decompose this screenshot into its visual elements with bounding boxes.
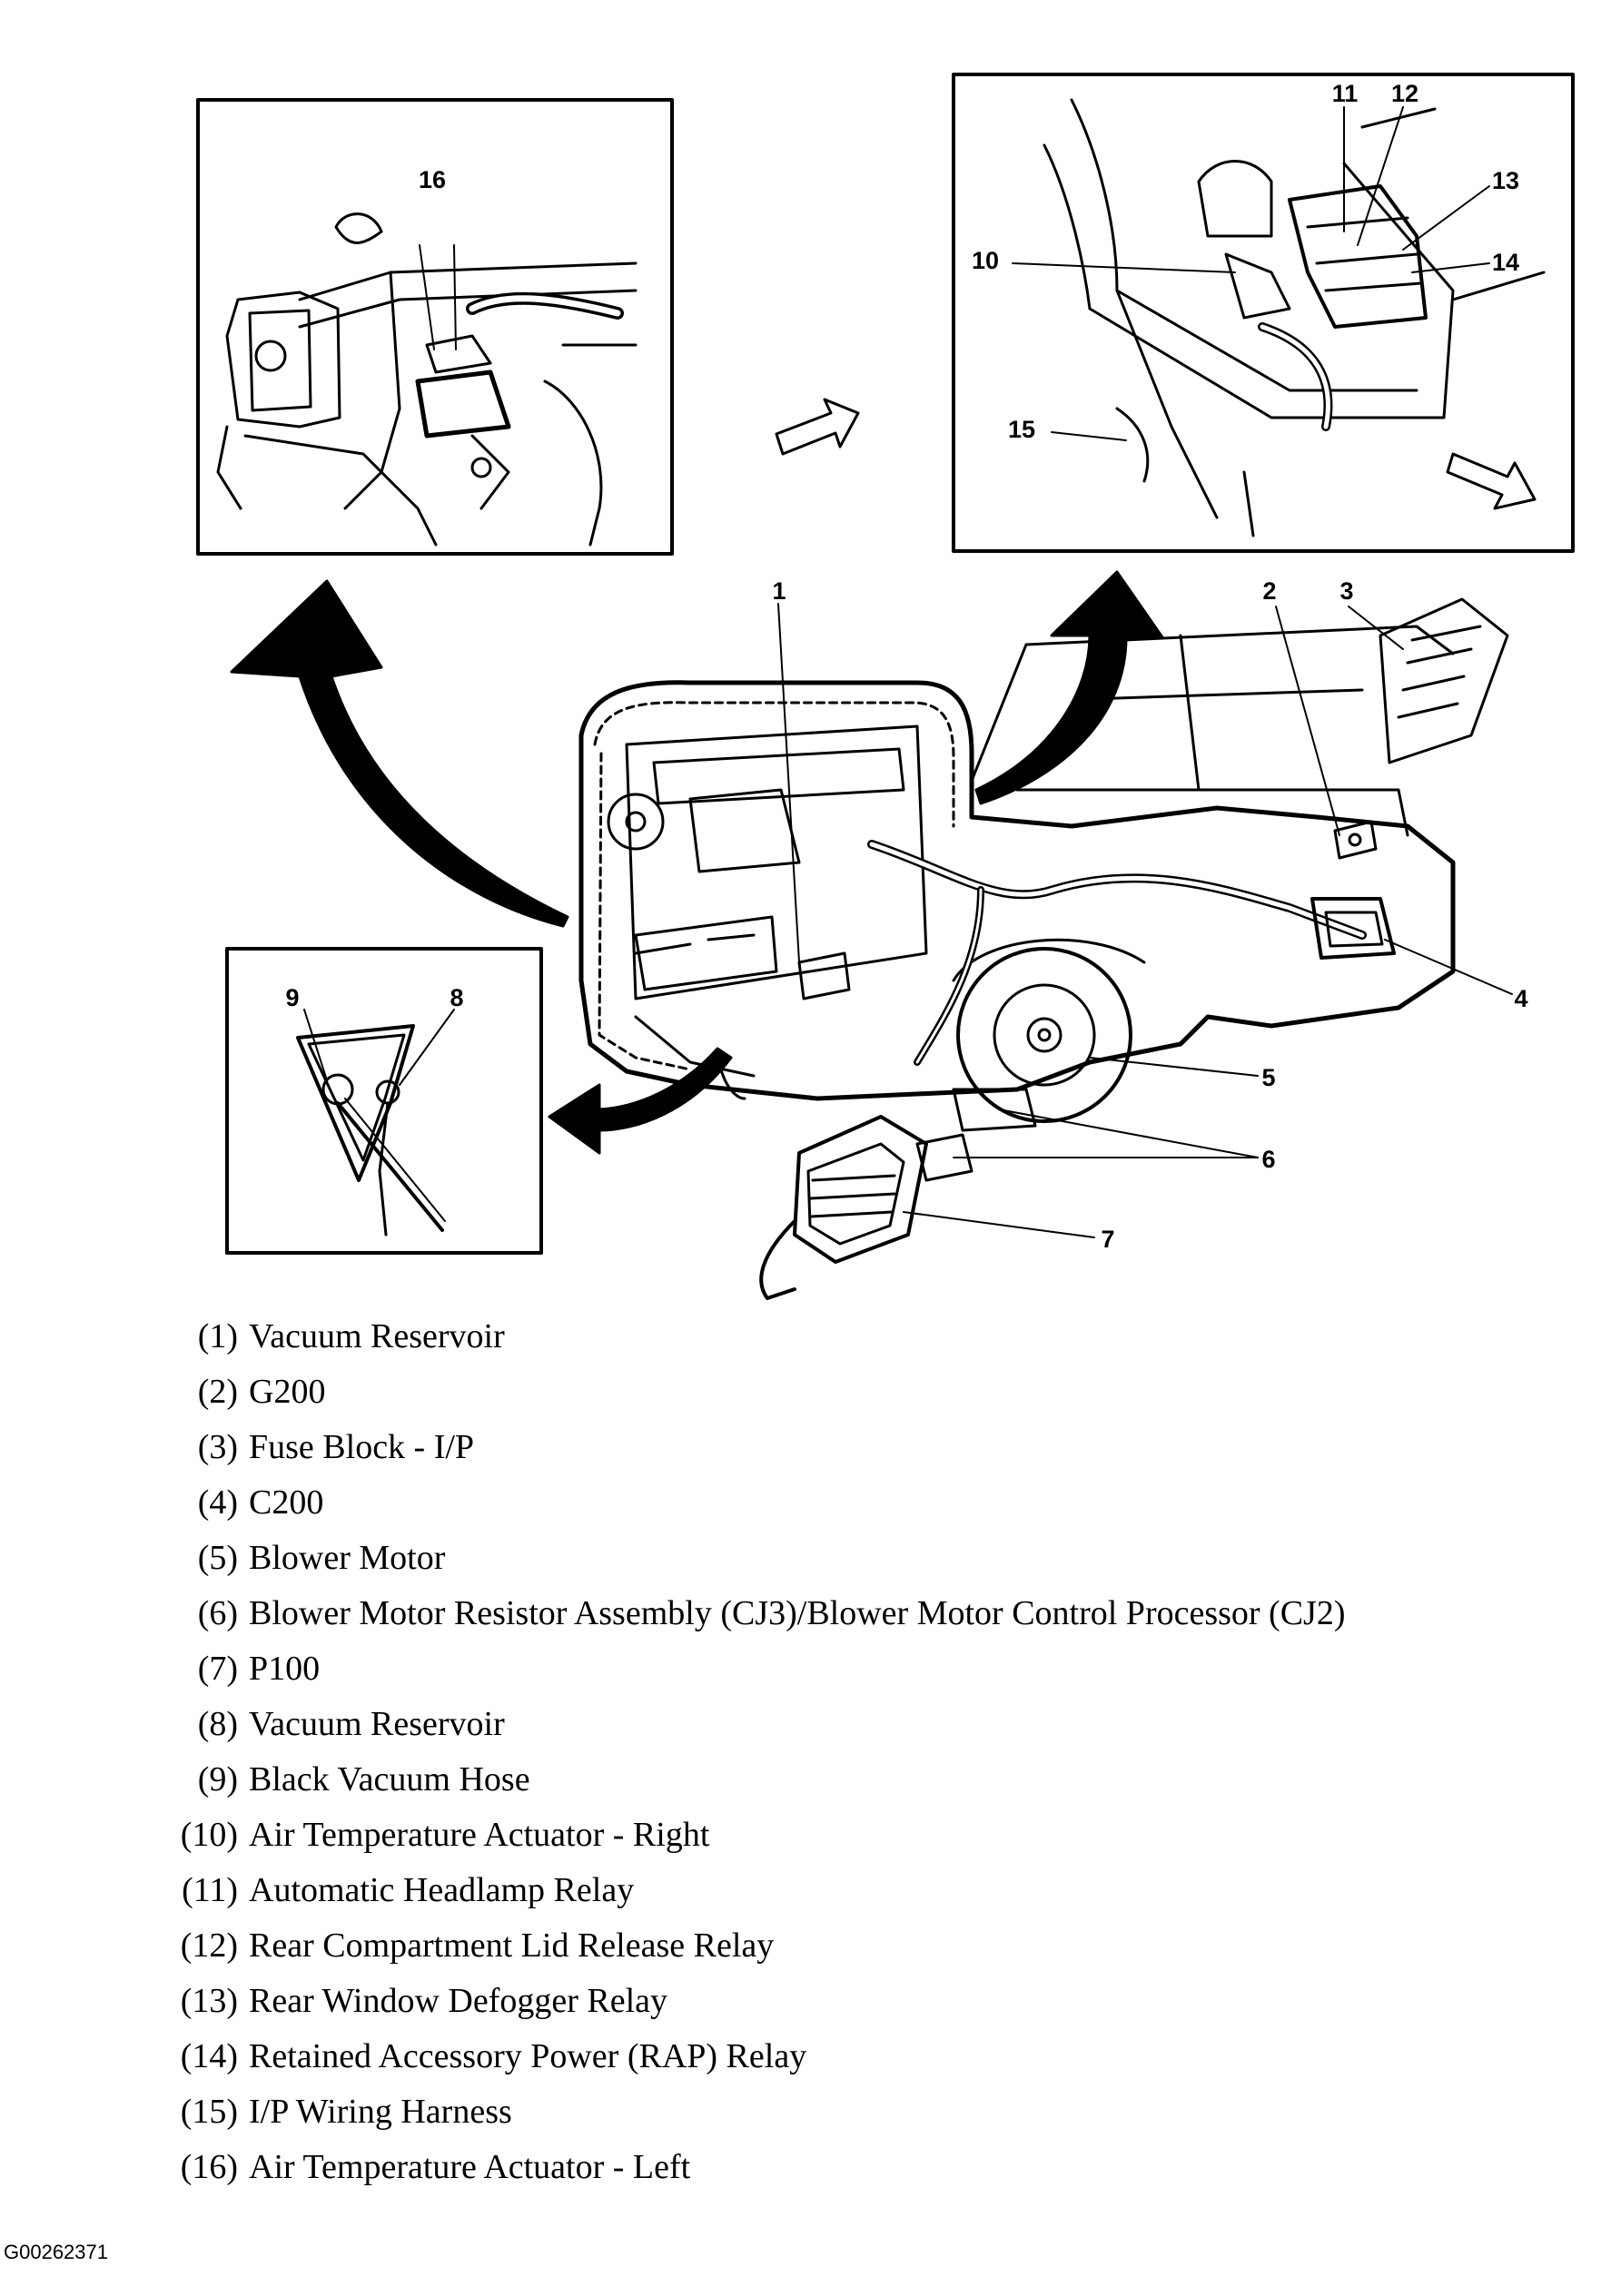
- legend-number: (3): [197, 1428, 238, 1466]
- legend-label: Black Vacuum Hose: [249, 1760, 530, 1798]
- legend-number: (11): [182, 1871, 238, 1909]
- legend-item: (8) Vacuum Reservoir: [154, 1697, 1346, 1752]
- callout-1: 1: [772, 577, 786, 605]
- legend-label: Air Temperature Actuator - Right: [249, 1816, 710, 1854]
- legend-label: Vacuum Reservoir: [249, 1705, 505, 1743]
- legend-item: (10) Air Temperature Actuator - Right: [154, 1808, 1346, 1863]
- callout-16: 16: [419, 166, 446, 193]
- inset-relay-center: [952, 73, 1575, 553]
- legend-item: (2) G200: [154, 1365, 1346, 1420]
- callout-15: 15: [1008, 416, 1035, 443]
- legend-item: (6) Blower Motor Resistor Assembly (CJ3)/…: [154, 1586, 1346, 1641]
- legend-item: (5) Blower Motor: [154, 1531, 1346, 1586]
- legend-label: Vacuum Reservoir: [249, 1317, 505, 1355]
- legend-label: Air Temperature Actuator - Left: [249, 2148, 691, 2186]
- legend-label: Rear Window Defogger Relay: [249, 1982, 668, 2020]
- callout-4: 4: [1514, 985, 1527, 1012]
- arrow-to-lower-inset: [548, 1047, 733, 1155]
- legend-item: (9) Black Vacuum Hose: [154, 1752, 1346, 1808]
- legend-label: Automatic Headlamp Relay: [249, 1871, 635, 1909]
- legend-label: P100: [249, 1650, 321, 1688]
- legend-item: (15) I/P Wiring Harness: [154, 2084, 1346, 2140]
- hvac-module-assembly: [578, 597, 1513, 1300]
- legend-item: (14) Retained Accessory Power (RAP) Relay: [154, 2029, 1346, 2084]
- legend-label: Fuse Block - I/P: [249, 1428, 475, 1466]
- legend-item: (1) Vacuum Reservoir: [154, 1309, 1346, 1365]
- legend-label: Blower Motor: [249, 1539, 446, 1577]
- direction-arrow: [775, 398, 860, 456]
- callout-14: 14: [1492, 249, 1519, 276]
- legend-label: C200: [249, 1483, 324, 1522]
- legend-item: (3) Fuse Block - I/P: [154, 1420, 1346, 1475]
- callout-5: 5: [1261, 1064, 1275, 1091]
- legend-number: (15): [180, 2093, 238, 2131]
- legend-item: (12) Rear Compartment Lid Release Relay: [154, 1918, 1346, 1974]
- callout-13: 13: [1492, 167, 1519, 194]
- legend-number: (9): [197, 1760, 238, 1798]
- legend-number: (10): [180, 1816, 238, 1854]
- legend-item: (4) C200: [154, 1475, 1346, 1531]
- callout-7: 7: [1101, 1226, 1114, 1253]
- legend-label: Retained Accessory Power (RAP) Relay: [249, 2037, 807, 2075]
- legend-number: (2): [197, 1373, 238, 1411]
- legend-number: (7): [197, 1650, 238, 1688]
- component-locator-diagram: 16 10 11 12 13 14 15: [196, 73, 1575, 1300]
- legend-number: (8): [197, 1705, 238, 1743]
- callout-6: 6: [1261, 1146, 1275, 1173]
- legend-number: (1): [197, 1317, 238, 1355]
- legend-number: (14): [180, 2037, 238, 2075]
- legend-item: (11) Automatic Headlamp Relay: [154, 1863, 1346, 1918]
- callout-10: 10: [972, 247, 999, 274]
- figure-id: G00262371: [4, 2241, 108, 2263]
- legend-item: (7) P100: [154, 1641, 1346, 1697]
- legend-number: (13): [180, 1982, 238, 2020]
- legend-item: (13) Rear Window Defogger Relay: [154, 1974, 1346, 2029]
- component-legend: (1) Vacuum Reservoir (2) G200 (3) Fuse Bloc…: [154, 1309, 1346, 2195]
- callout-11: 11: [1332, 80, 1359, 107]
- callout-8: 8: [450, 984, 463, 1011]
- legend-number: (5): [197, 1539, 238, 1577]
- legend-label: Rear Compartment Lid Release Relay: [249, 1926, 775, 1965]
- callout-2: 2: [1262, 577, 1276, 605]
- arrow-to-right-inset: [974, 570, 1164, 805]
- legend-item: (16) Air Temperature Actuator - Left: [154, 2140, 1346, 2195]
- legend-label: Blower Motor Resistor Assembly (CJ3)/Blo…: [249, 1594, 1346, 1632]
- callout-9: 9: [285, 984, 299, 1011]
- legend-label: G200: [249, 1373, 326, 1411]
- inset-left-actuator: [196, 98, 674, 556]
- legend-number: (12): [180, 1926, 238, 1965]
- legend-number: (4): [197, 1483, 238, 1522]
- callout-12: 12: [1391, 80, 1418, 107]
- inset-vacuum-reservoir: [225, 947, 543, 1255]
- legend-number: (16): [180, 2148, 238, 2186]
- arrow-to-left-inset: [230, 579, 569, 928]
- legend-label: I/P Wiring Harness: [249, 2093, 512, 2131]
- callout-3: 3: [1339, 577, 1353, 605]
- legend-number: (6): [197, 1594, 238, 1632]
